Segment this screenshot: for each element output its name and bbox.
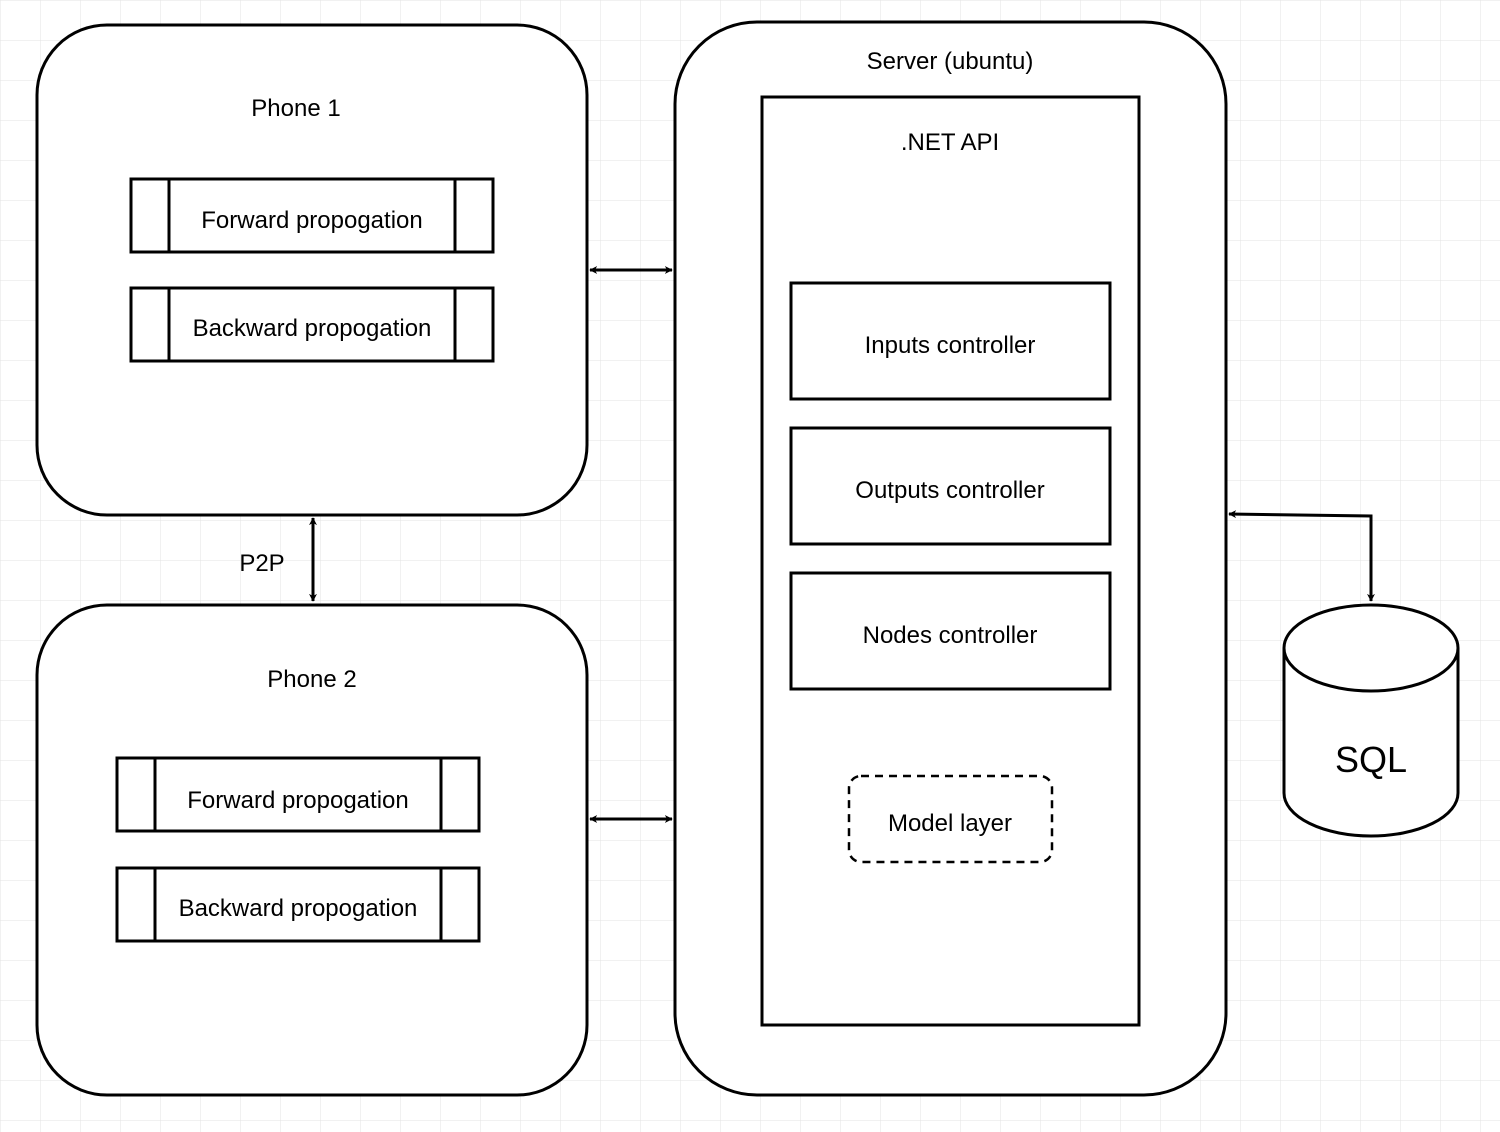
phone-2-title: Phone 2 bbox=[267, 666, 356, 693]
phone-2-forward-label: Forward propogation bbox=[187, 787, 408, 814]
nodes-controller-label: Nodes controller bbox=[863, 622, 1038, 649]
phone-2-backward-label: Backward propogation bbox=[179, 895, 418, 922]
database-cylinder-icon[interactable]: SQL bbox=[1282, 603, 1460, 838]
server[interactable]: Server (ubuntu) .NET API Inputs controll… bbox=[673, 20, 1228, 1097]
p2p-label: P2P bbox=[239, 550, 284, 577]
nodes-controller[interactable]: Nodes controller bbox=[789, 571, 1112, 691]
inputs-controller[interactable]: Inputs controller bbox=[789, 281, 1112, 401]
outputs-controller-label: Outputs controller bbox=[855, 477, 1044, 504]
model-layer-label: Model layer bbox=[888, 810, 1012, 837]
phone-1-backward-label: Backward propogation bbox=[193, 315, 432, 342]
inputs-controller-label: Inputs controller bbox=[865, 332, 1036, 359]
phone-1-title: Phone 1 bbox=[251, 95, 340, 122]
outputs-controller[interactable]: Outputs controller bbox=[789, 426, 1112, 546]
phone-1[interactable]: Phone 1 Forward propogation Backward pro… bbox=[35, 23, 589, 517]
dotnet-api[interactable]: .NET API Inputs controller Outputs contr… bbox=[760, 95, 1141, 1027]
server-sql-arrow[interactable] bbox=[1228, 510, 1375, 602]
phone-1-backward-process[interactable]: Backward propogation bbox=[129, 286, 495, 363]
sql-label: SQL bbox=[1335, 739, 1407, 780]
phone-1-forward-label: Forward propogation bbox=[201, 207, 422, 234]
dotnet-api-title: .NET API bbox=[901, 129, 999, 156]
phone-2-forward-process[interactable]: Forward propogation bbox=[115, 756, 481, 833]
phone-2-backward-process[interactable]: Backward propogation bbox=[115, 866, 481, 943]
phone-2[interactable]: Phone 2 Forward propogation Backward pro… bbox=[35, 603, 589, 1097]
server-title: Server (ubuntu) bbox=[867, 48, 1034, 75]
phone-1-forward-process[interactable]: Forward propogation bbox=[129, 177, 495, 254]
model-layer[interactable]: Model layer bbox=[847, 774, 1054, 864]
